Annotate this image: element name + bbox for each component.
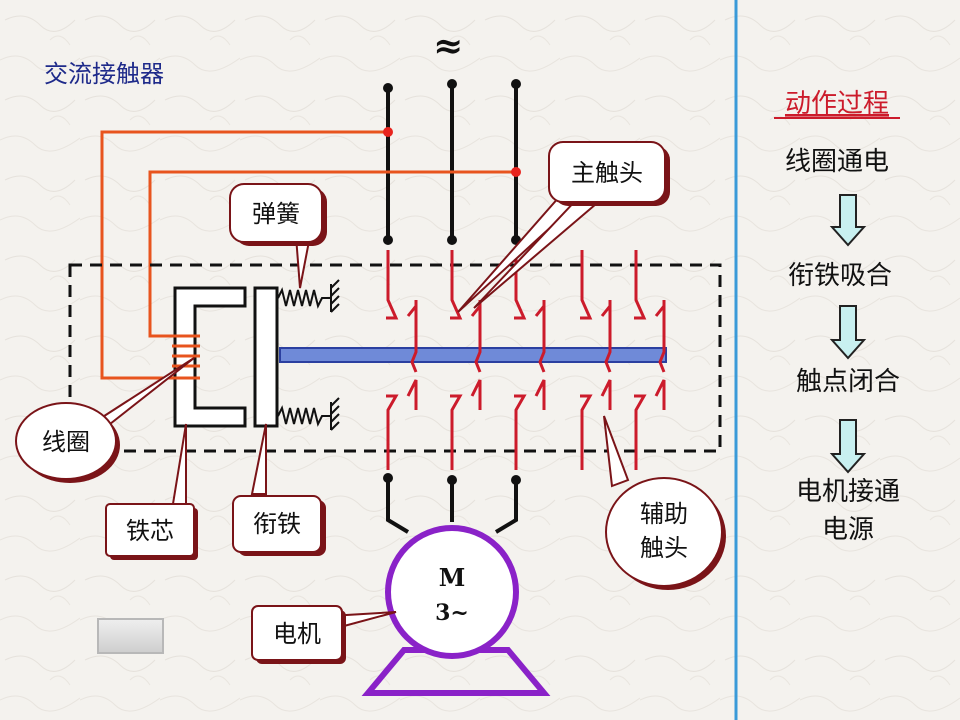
motor-label-line1: M [439,563,466,592]
main-contact-pole [514,250,546,470]
callout-pointers [95,194,630,628]
callout-motor: 电机 [251,605,346,664]
process-arrows [829,194,867,474]
motor-base [361,647,551,696]
callout-aux-contact: 辅助 触头 [605,477,726,590]
iron-core [173,286,247,428]
push-rod [279,347,667,363]
callout-coil: 线圈 [15,402,120,483]
ac-supply-symbol: ≈ [433,25,463,67]
process-heading: 动作过程 [785,89,889,119]
ground-hatch-icon [330,397,340,431]
label-main-contact: 主触头 [571,159,643,187]
motor [385,525,519,659]
junction-dot [383,127,393,137]
process-step-1: 线圈通电 [785,147,889,177]
callout-iron-core: 铁芯 [105,503,198,560]
armature [253,286,279,428]
contactor-enclosure [68,263,722,453]
spring-icon [277,287,330,309]
aux-contact-pole [580,250,612,470]
label-armature: 衔铁 [253,510,301,538]
process-step-3: 触点闭合 [796,367,900,397]
callout-main-contact: 主触头 [548,141,670,206]
coil-windings [172,334,200,380]
callout-armature: 衔铁 [232,495,326,556]
contacts-group [386,250,666,470]
down-arrow-icon [829,419,867,474]
process-step-4: 电机接通 [796,477,900,507]
supply-lines [386,84,518,240]
page-title: 交流接触器 [44,60,164,88]
label-iron-core: 铁芯 [126,517,174,545]
spring-icon [277,405,330,427]
coil-wires [100,130,516,380]
label-aux-contact-line1: 辅助 [640,500,688,528]
ground-hatch-icon [330,279,340,313]
main-contact-pole [386,250,418,470]
terminal-dots [383,79,521,485]
nav-button[interactable] [97,618,164,654]
motor-label-line2: 3~ [435,600,469,626]
down-arrow-icon [829,194,867,247]
label-coil: 线圈 [42,428,90,456]
label-motor: 电机 [273,620,321,648]
process-step-5: 电源 [822,515,874,545]
callout-spring: 弹簧 [229,183,327,246]
down-arrow-icon [829,305,867,360]
junction-dot [511,167,521,177]
aux-contact-pole [634,250,666,470]
label-spring: 弹簧 [252,200,300,228]
motor-wires [386,478,518,534]
process-step-2: 衔铁吸合 [788,261,892,291]
label-aux-contact-line2: 触头 [640,534,688,562]
